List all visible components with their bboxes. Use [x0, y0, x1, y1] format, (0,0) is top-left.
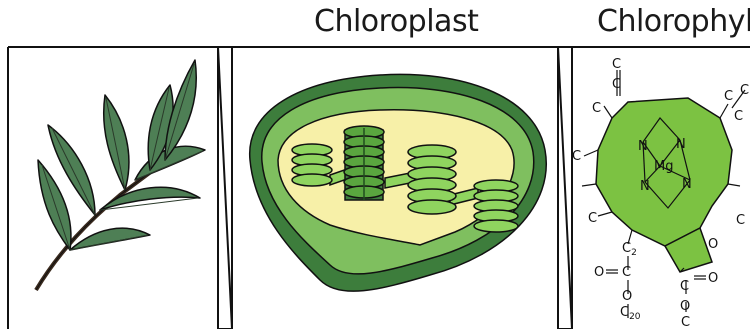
- c-label-2: C: [612, 77, 621, 92]
- granum-3: [408, 145, 456, 214]
- c-label-10: C: [680, 279, 689, 294]
- o-label-3: O: [708, 271, 718, 286]
- o-label-1: O: [594, 265, 604, 280]
- c2-label: C2: [622, 241, 637, 258]
- c20-label: C20: [620, 305, 641, 322]
- chlorophyll-molecule: Mg N N N N C C C C C C C C C C C2 C20 O …: [572, 57, 749, 329]
- zoom-line-2: [558, 47, 572, 329]
- chloroplast: [250, 74, 547, 291]
- c-label-1: C: [612, 57, 621, 72]
- c-label-4: C: [724, 89, 733, 104]
- n-label-3: N: [640, 179, 650, 194]
- c-label-3: C: [592, 101, 601, 116]
- n-label-4: N: [682, 177, 692, 192]
- o-label-4: O: [680, 299, 690, 314]
- mg-label: Mg: [654, 159, 673, 174]
- granum-1: [292, 144, 332, 186]
- granum-2: [344, 126, 384, 200]
- c-label-7: C: [572, 149, 581, 164]
- o-carbonyl-label: O: [708, 237, 718, 252]
- n-label-2: N: [676, 137, 686, 152]
- c-label-5: C: [734, 109, 743, 124]
- zoom-line-1: [218, 47, 232, 329]
- o-label-2: O: [622, 289, 632, 304]
- leaflet-5: [104, 95, 129, 190]
- leaf-branch: [36, 60, 205, 290]
- c-label-11: C: [681, 315, 690, 329]
- granum-4: [474, 180, 518, 232]
- c-label-6: C: [740, 83, 749, 98]
- c-chain-label: C: [622, 265, 631, 280]
- n-label-1: N: [638, 139, 648, 154]
- c-label-9: C: [736, 213, 745, 228]
- c-label-8: C: [588, 211, 597, 226]
